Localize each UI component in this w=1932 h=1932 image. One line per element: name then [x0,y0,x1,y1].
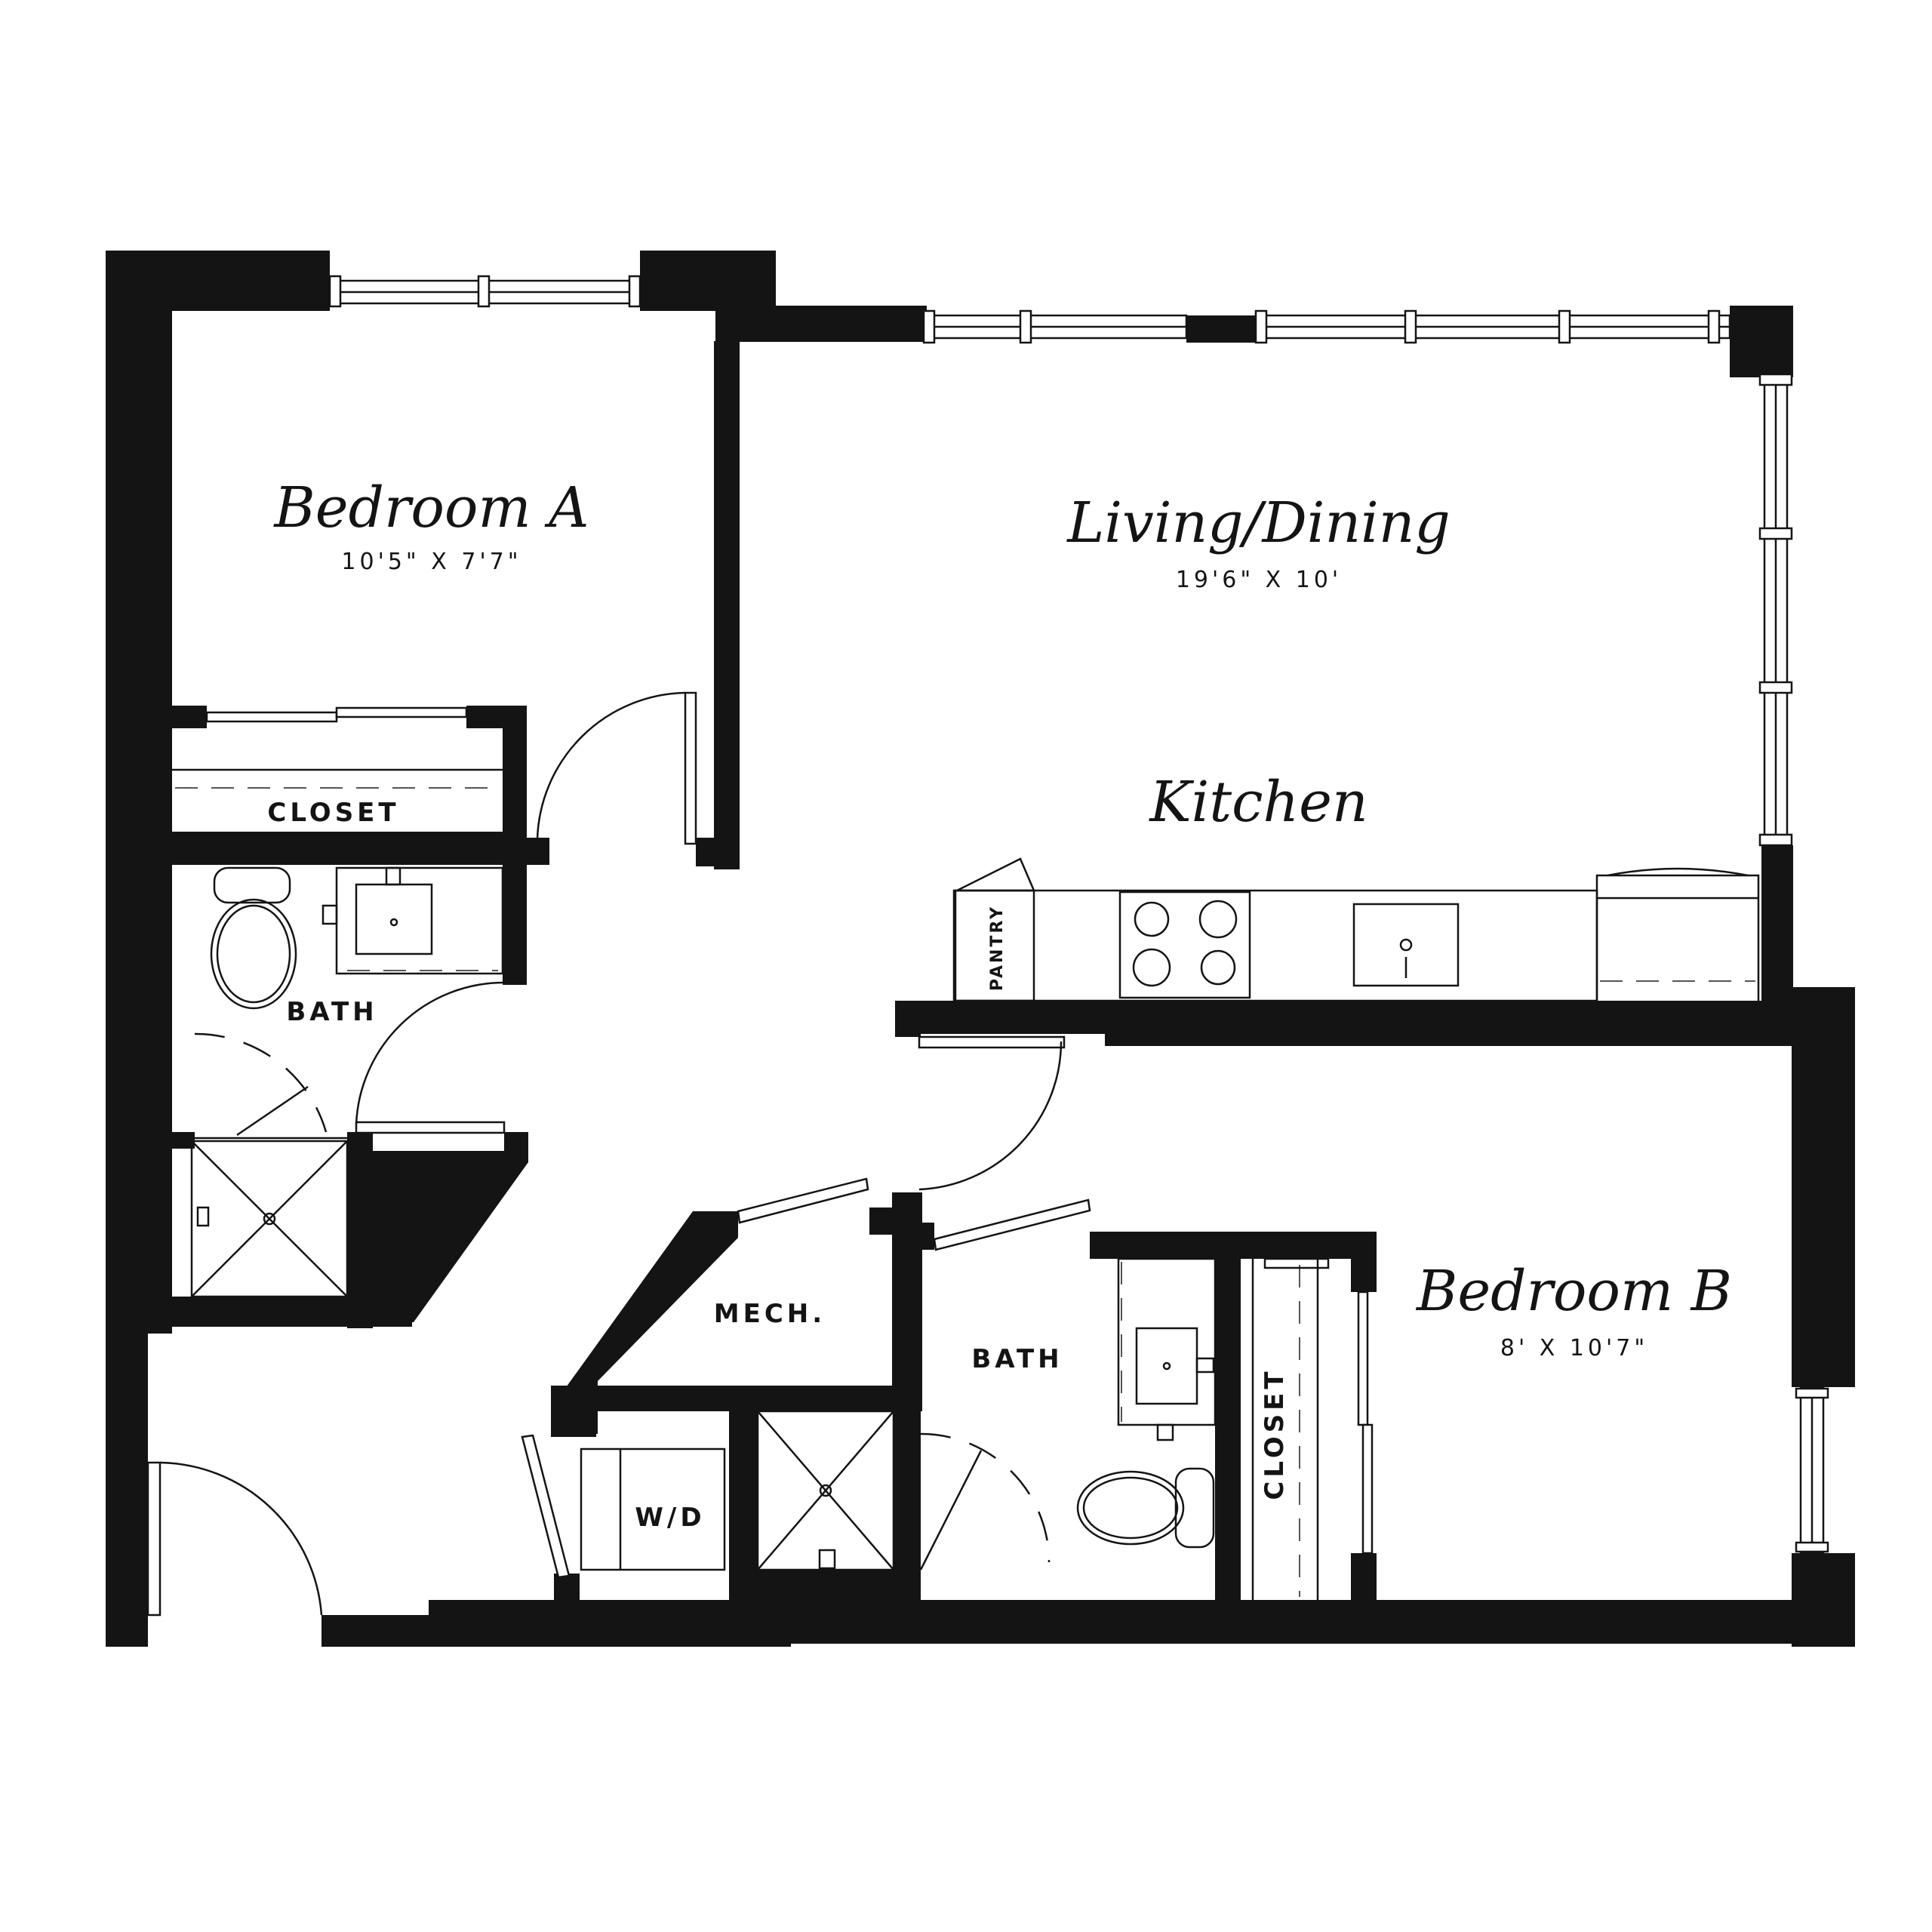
window-bedroom-b [1795,1386,1829,1555]
burner-icon [1200,949,1236,986]
bedroom-a-dims: 10'5" X 7'7" [341,549,521,575]
closet-b: CLOSET [1251,1257,1330,1600]
burner-icon [1198,900,1238,939]
window-living-top [922,309,1731,344]
door-bedroom-a [536,691,697,845]
burner-icon [1134,901,1170,937]
kitchen-sink [1352,903,1460,987]
bath-b-fixtures: BATH [756,1257,1217,1571]
door-bath-a [355,981,506,1134]
door-wd [521,1434,571,1579]
living-dining-dims: 19'6" X 10' [1176,567,1342,593]
room-bedroom-b: Bedroom B 8' X 10'7" [1415,1259,1732,1361]
bath-a-label: BATH [286,997,377,1027]
door-bedroom-b [918,1035,1066,1191]
door-bath-b [933,1198,1091,1251]
bedroom-a-title: Bedroom A [272,475,589,540]
kitchen-title: Kitchen [1148,770,1367,835]
refrigerator [1595,874,1760,1022]
mech-label: MECH. [714,1299,826,1329]
shower-b [756,1410,895,1571]
shower-a [190,1140,349,1298]
bath-b-label: BATH [971,1344,1063,1374]
washer-dryer: W/D [580,1447,726,1571]
wd-label: W/D [635,1503,705,1533]
sink-b [1135,1327,1198,1405]
closet-a-label: CLOSET [267,798,399,828]
shower-door-a [194,1032,347,1140]
shower-door-b [919,1432,1051,1571]
burner-icon [1132,948,1171,987]
door-mech [737,1177,869,1224]
closet-b-label: CLOSET [1260,1367,1290,1500]
mech-room: MECH. [714,1299,826,1329]
kitchen-counter: PANTRY [952,857,1760,1022]
window-living-right [1758,373,1793,847]
living-dining-title: Living/Dining [1066,491,1451,555]
room-bedroom-a: Bedroom A 10'5" X 7'7" [272,475,589,575]
exterior-walls [106,251,1855,1647]
bedroom-b-title: Bedroom B [1415,1259,1732,1324]
cooktop [1118,891,1251,999]
room-living-dining: Living/Dining 19'6" X 10' [1066,491,1451,593]
closet-a: CLOSET [172,768,503,828]
pantry-label: PANTRY [988,905,1007,991]
window-bedroom-a [328,275,641,308]
bath-a-fixtures: BATH [190,866,504,1298]
door-entry [146,1461,323,1617]
toilet-bowl-b [1076,1470,1185,1546]
vanity-b [1117,1257,1217,1426]
toilet-bowl-a [210,898,297,1010]
toilet-tank-b [1174,1467,1215,1549]
toilet-tank-a [213,866,291,904]
door-closet-b [1357,1291,1374,1555]
bedroom-b-dims: 8' X 10'7" [1500,1335,1648,1361]
room-kitchen: Kitchen [1148,770,1367,835]
door-closet-a [205,706,468,723]
interior-walls [148,341,1801,1619]
